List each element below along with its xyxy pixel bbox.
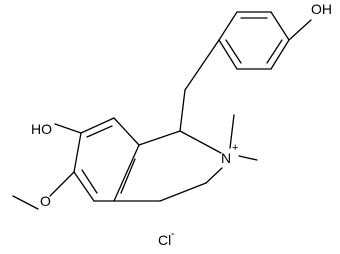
benzyl-bond-1 xyxy=(184,39,220,91)
top-hydroxyl-label: OH xyxy=(311,1,332,17)
nitrogen-charge: + xyxy=(232,142,238,154)
left-hydroxyl-label: HO xyxy=(31,121,52,137)
top-phenol-ring xyxy=(218,11,290,70)
chloride-label: Cl xyxy=(158,232,171,248)
n-methyl-right-bond xyxy=(238,155,258,161)
methoxy-oxygen-label: O xyxy=(40,193,51,209)
left-oh-bond xyxy=(54,123,82,134)
n-methyl-up-bond xyxy=(229,114,235,149)
nitrogen-label: N xyxy=(221,150,231,166)
isoquinoline-core xyxy=(73,117,223,202)
benzyl-bond-2 xyxy=(179,89,186,132)
methoxy-o-bond xyxy=(49,171,75,197)
chloride-charge: - xyxy=(171,228,175,240)
methoxy-methyl-bond xyxy=(12,195,39,210)
top-oh-bond xyxy=(288,19,312,41)
